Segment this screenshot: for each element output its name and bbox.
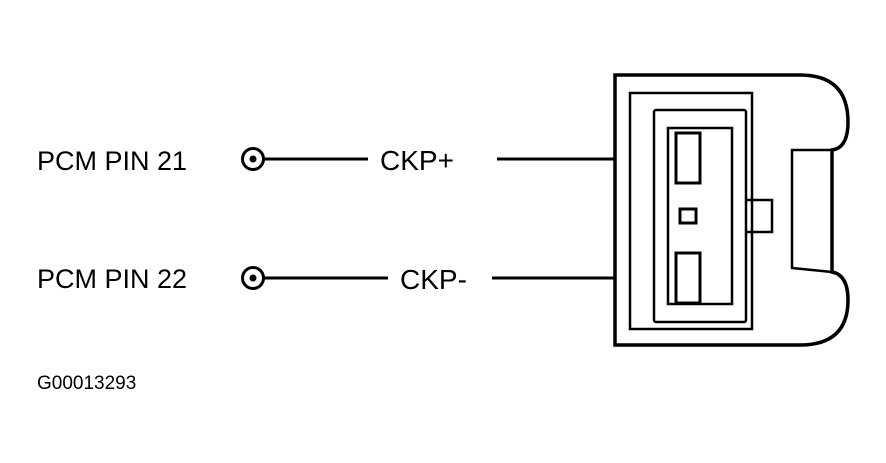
ckp-minus-label: CKP- xyxy=(400,264,467,295)
connector-inner-frame xyxy=(628,91,754,331)
connector-lock-recess xyxy=(790,148,833,274)
pin-22-terminal-icon xyxy=(241,266,265,290)
connector-terminal-housing xyxy=(652,108,748,324)
connector-latch-nub xyxy=(746,198,774,234)
ckp-plus-label: CKP+ xyxy=(380,145,454,176)
pin-21-label: PCM PIN 21 xyxy=(37,146,187,176)
terminal-ckp-plus xyxy=(674,131,702,185)
figure-code: G00013293 xyxy=(37,373,136,394)
pin-22-label: PCM PIN 22 xyxy=(37,264,187,294)
pin-21-terminal-icon xyxy=(241,147,265,171)
terminal-center-key xyxy=(678,207,698,225)
pin-21-row: PCM PIN 21 CKP+ xyxy=(37,145,684,176)
ckp-sensor-connector xyxy=(613,73,850,347)
pin-22-row: PCM PIN 22 CKP- xyxy=(37,264,684,295)
terminal-ckp-minus xyxy=(674,251,702,305)
